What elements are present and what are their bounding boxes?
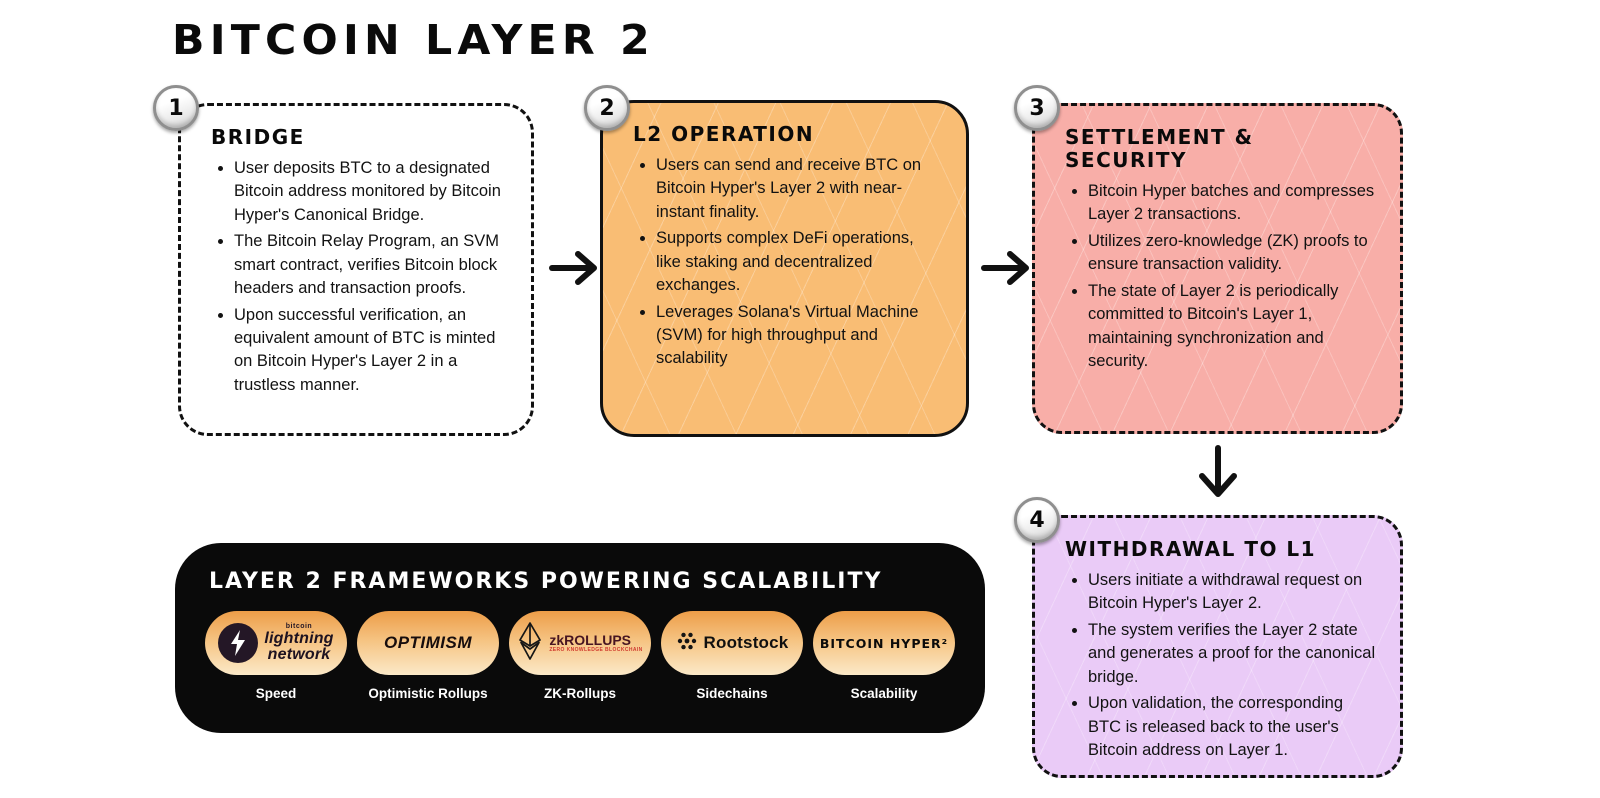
step-2-title: L2 OPERATION <box>633 122 815 146</box>
lightning-bolt-icon <box>218 623 259 663</box>
ethereum-diamond-icon <box>517 621 543 666</box>
step-1-bridge-box: BRIDGE User deposits BTC to a designated… <box>178 103 534 436</box>
lightning-network-logo: bitcoin lightning network <box>205 611 347 675</box>
rootstock-logo: Rootstock <box>661 611 803 675</box>
bullet-item: The system verifies the Layer 2 state an… <box>1088 619 1376 689</box>
bullet-item: Utilizes zero-knowledge (ZK) proofs to e… <box>1088 230 1376 277</box>
down-arrow-icon <box>1196 444 1240 507</box>
bullet-item: Supports complex DeFi operations, like s… <box>656 227 942 297</box>
bullet-item: Users initiate a withdrawal request on B… <box>1088 569 1376 616</box>
framework-optimism: OPTIMISM Optimistic Rollups <box>357 611 499 701</box>
step-4-title: WITHDRAWAL TO L1 <box>1065 537 1317 561</box>
right-arrow-icon <box>980 248 1036 293</box>
framework-bitcoin-hyper: BITCOIN HYPER² Scalability <box>813 611 955 701</box>
zk-rollups-logo: zkROLLUPS ZERO KNOWLEDGE BLOCKCHAIN <box>509 611 651 675</box>
banner-title: LAYER 2 FRAMEWORKS POWERING SCALABILITY <box>209 569 883 594</box>
step-3-title: SETTLEMENT & SECURITY <box>1065 125 1254 172</box>
zk-rollups-wordmark: zkROLLUPS ZERO KNOWLEDGE BLOCKCHAIN <box>549 632 643 653</box>
framework-rootstock: Rootstock Sidechains <box>661 611 803 701</box>
bullet-item: Users can send and receive BTC on Bitcoi… <box>656 154 942 224</box>
rootstock-dots-icon <box>676 630 698 657</box>
bullet-item: The Bitcoin Relay Program, an SVM smart … <box>234 230 507 300</box>
step-2-number-badge: 2 <box>584 85 630 131</box>
page-title: BITCOIN LAYER 2 <box>172 16 655 64</box>
step-1-number-badge: 1 <box>153 85 199 131</box>
right-arrow-icon <box>548 248 604 293</box>
frameworks-banner: LAYER 2 FRAMEWORKS POWERING SCALABILITY … <box>175 543 985 733</box>
optimism-logo: OPTIMISM <box>357 611 499 675</box>
framework-label: Optimistic Rollups <box>368 686 488 701</box>
bullet-item: User deposits BTC to a designated Bitcoi… <box>234 157 507 227</box>
framework-label: Speed <box>255 686 297 701</box>
bitcoin-hyper-logo: BITCOIN HYPER² <box>813 611 955 675</box>
step-4-number-badge: 4 <box>1014 497 1060 543</box>
framework-pill-row: bitcoin lightning network Speed OPTIMISM… <box>175 594 985 701</box>
step-1-title: BRIDGE <box>211 125 305 149</box>
step-2-bullet-list: Users can send and receive BTC on Bitcoi… <box>633 154 942 371</box>
bullet-item: The state of Layer 2 is periodically com… <box>1088 280 1376 374</box>
framework-label: Sidechains <box>696 686 768 701</box>
bullet-item: Bitcoin Hyper batches and compresses Lay… <box>1088 180 1376 227</box>
bullet-item: Leverages Solana's Virtual Machine (SVM)… <box>656 301 942 371</box>
step-1-bullet-list: User deposits BTC to a designated Bitcoi… <box>211 157 507 397</box>
framework-zk-rollups: zkROLLUPS ZERO KNOWLEDGE BLOCKCHAIN ZK-R… <box>509 611 651 701</box>
step-3-settlement-security-box: SETTLEMENT & SECURITY Bitcoin Hyper batc… <box>1032 103 1403 434</box>
step-3-bullet-list: Bitcoin Hyper batches and compresses Lay… <box>1065 180 1376 373</box>
bullet-item: Upon validation, the corresponding BTC i… <box>1088 692 1376 762</box>
framework-lightning-network: bitcoin lightning network Speed <box>205 611 347 701</box>
bullet-item: Upon successful verification, an equival… <box>234 304 507 398</box>
step-2-l2-operation-box: L2 OPERATION Users can send and receive … <box>600 100 969 437</box>
step-4-bullet-list: Users initiate a withdrawal request on B… <box>1065 569 1376 762</box>
framework-label: ZK-Rollups <box>544 686 616 701</box>
step-4-withdrawal-box: WITHDRAWAL TO L1 Users initiate a withdr… <box>1032 515 1403 778</box>
framework-label: Scalability <box>850 686 918 701</box>
lightning-network-wordmark: bitcoin lightning network <box>264 623 334 663</box>
step-3-number-badge: 3 <box>1014 85 1060 131</box>
bitcoin-brand-text: bitcoin <box>285 623 313 630</box>
